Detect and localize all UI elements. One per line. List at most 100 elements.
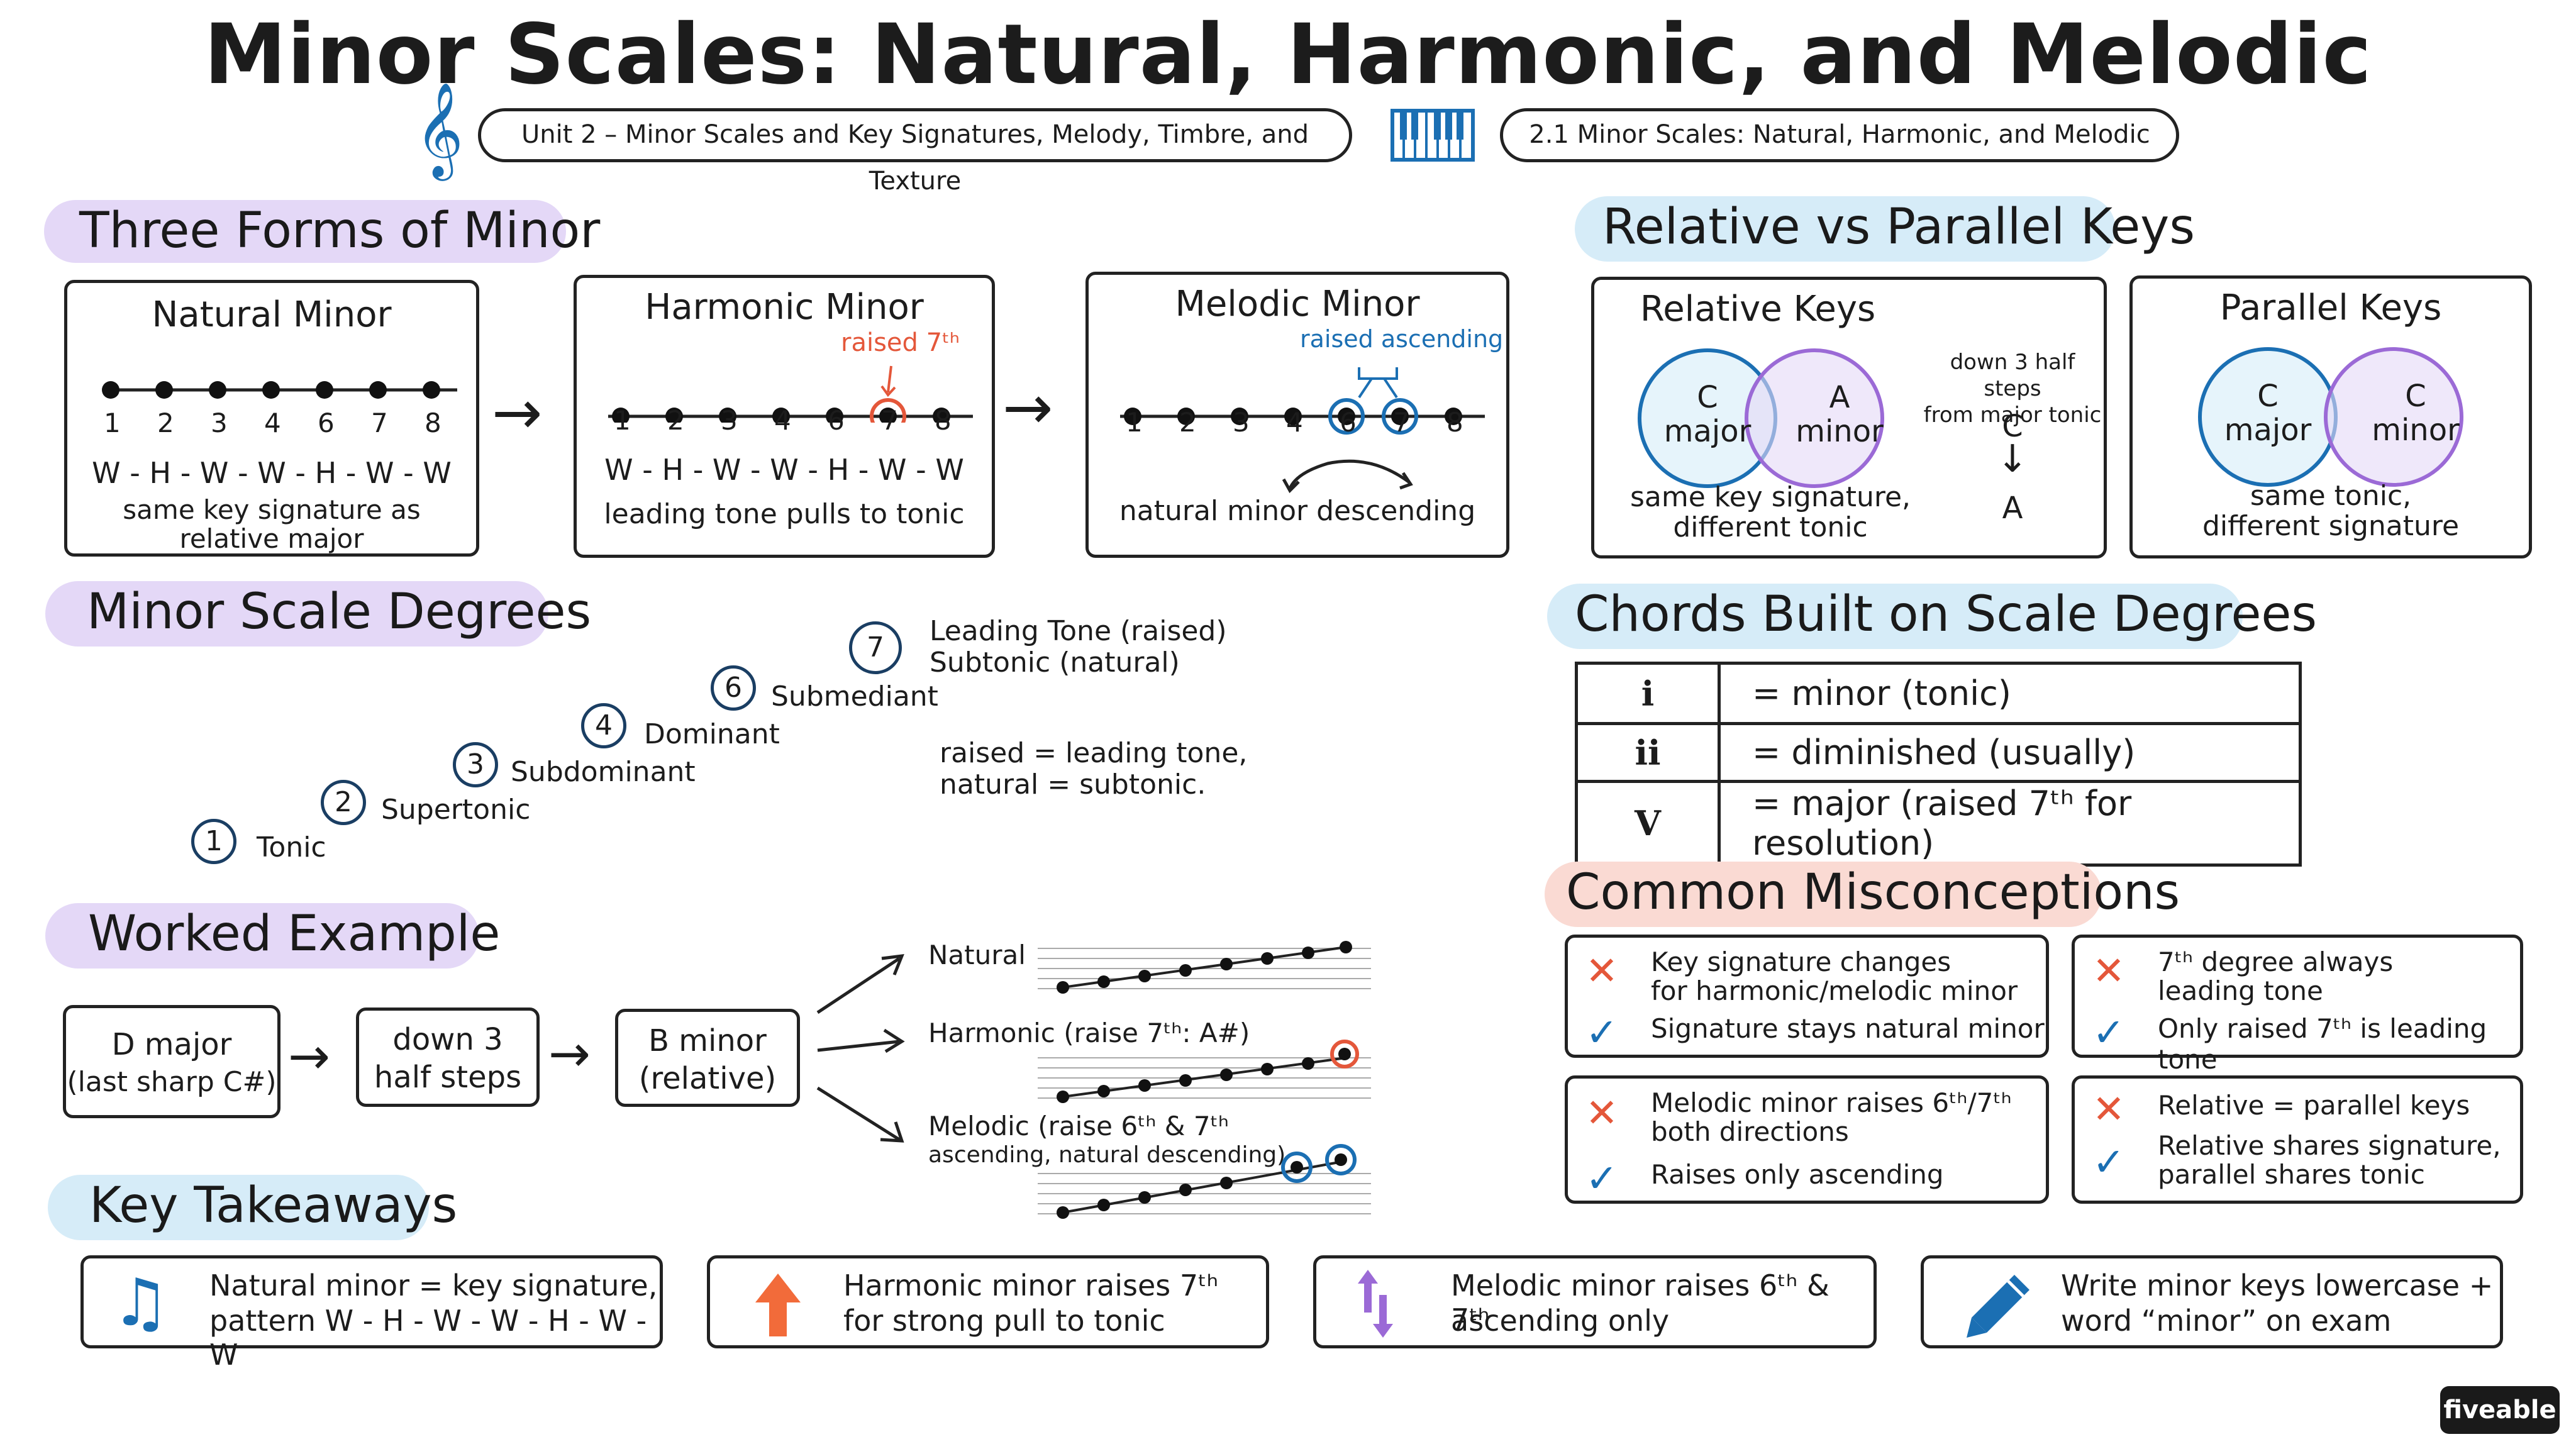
up-down-arrow-icon [1358, 1270, 1393, 1338]
degree-name-dominant: Dominant [644, 718, 780, 750]
degree-label: 8 [935, 405, 952, 436]
chords-heading: Chords Built on Scale Degrees [1575, 586, 2318, 643]
worked-step-b-minor: B minor (relative) [615, 1009, 800, 1107]
raised-7th-ring [870, 398, 906, 423]
x-mark-icon: ✕ [2092, 1086, 2125, 1132]
relative-parallel-heading: Relative vs Parallel Keys [1602, 199, 2195, 255]
misconception-wrong-1: Key signature changes [1651, 947, 1951, 977]
takeaway-line-1: Natural minor = key signature, [209, 1269, 658, 1302]
chord-meaning: = diminished (usually) [1718, 722, 2302, 783]
scale-dot [665, 408, 683, 423]
scale-dot [316, 381, 333, 399]
misconception-wrong-1: Melodic minor raises 6ᵗʰ/7ᵗʰ [1651, 1087, 2012, 1118]
natural-staff [1038, 941, 1371, 994]
scale-dot [209, 381, 226, 399]
worked-example-heading: Worked Example [88, 906, 501, 962]
takeaway-line-1: Melodic minor raises 6ᵗʰ & 7ᵗʰ [1451, 1269, 1829, 1336]
worked-step-line: half steps [374, 1060, 522, 1095]
scale-dot [155, 381, 173, 399]
melodic-minor-note: natural minor descending [1119, 495, 1476, 527]
degree-label: 1 [104, 408, 121, 438]
relative-to-note: A [2002, 491, 2023, 526]
misconception-wrong-2: leading tone [2158, 975, 2323, 1006]
topic-pill-label: 2.1 Minor Scales: Natural, Harmonic, and… [1529, 120, 2150, 149]
right-arrow-icon: → [548, 1024, 591, 1083]
takeaways-highlight [48, 1175, 429, 1240]
natural-minor-scale-line [102, 381, 457, 399]
chord-numeral: i [1575, 662, 1721, 725]
staff-note [1261, 952, 1274, 965]
three-forms-highlight [44, 200, 566, 263]
degree-label: 7 [1393, 407, 1410, 438]
melodic-minor-title: Melodic Minor [1175, 284, 1420, 325]
relative-circle-b-word: minor [1796, 414, 1884, 449]
x-mark-icon: ✕ [1585, 948, 1618, 994]
parallel-circle-b-word: minor [2372, 413, 2460, 448]
staff-note [1220, 958, 1233, 970]
harmonic-minor-note: leading tone pulls to tonic [604, 498, 965, 530]
unit-pill[interactable]: Unit 2 – Minor Scales and Key Signatures… [478, 108, 1352, 196]
scale-dot [1284, 408, 1302, 425]
staff-note [1057, 981, 1069, 994]
takeaway-line-2: pattern W - H - W - W - H - W - W [209, 1304, 647, 1372]
relative-side-line-2: from major tonic [1923, 402, 2102, 428]
takeaway-line-2: ascending only [1451, 1304, 1670, 1338]
misconception-right-2: parallel shares tonic [2158, 1159, 2425, 1190]
relative-keys-title: Relative Keys [1640, 289, 1876, 330]
staff-note [1179, 1074, 1192, 1087]
takeaways-heading: Key Takeaways [89, 1177, 458, 1234]
scale-dot [719, 408, 736, 423]
degree-name-subtonic: Subtonic (natural) [930, 647, 1180, 679]
parallel-circle-a-word: major [2224, 413, 2312, 448]
music-note-icon: ♫ [111, 1264, 170, 1341]
check-mark-icon: ✓ [1585, 1009, 1618, 1055]
misconception-card: ✕ 7ᵗʰ degree always leading tone ✓ Only … [2072, 935, 2523, 1075]
melodic-staff [1038, 1144, 1371, 1219]
staff-note [1179, 964, 1192, 977]
x-mark-icon: ✕ [1585, 1090, 1618, 1136]
staff-note [1220, 1069, 1233, 1081]
worked-step-line: (last sharp C#) [67, 1066, 277, 1098]
scale-dot [369, 381, 387, 399]
topic-pill[interactable]: 2.1 Minor Scales: Natural, Harmonic, and… [1500, 108, 2179, 162]
degree-label: 1 [1126, 407, 1143, 438]
staff-note [1335, 1153, 1347, 1166]
worked-natural-label: Natural [928, 940, 1026, 970]
scale-dot [1445, 408, 1462, 425]
worked-step-line: D major [111, 1027, 232, 1062]
worked-step-line: B minor [648, 1023, 767, 1058]
pencil-icon [1967, 1275, 2029, 1338]
degree-label: 4 [774, 405, 791, 436]
degree-label: 8 [425, 408, 441, 438]
takeaway-line-2: for strong pull to tonic [843, 1304, 1165, 1338]
degree-label: 2 [667, 405, 684, 436]
staff-note [1097, 1199, 1110, 1211]
staff-note [1138, 1191, 1151, 1204]
relative-circle-a-word: major [1663, 414, 1752, 449]
degree-name-leading-tone: Leading Tone (raised) [930, 615, 1227, 647]
degree-label: 4 [1286, 407, 1303, 438]
degree-label: 2 [1179, 407, 1196, 438]
raised-note-ring [1325, 1144, 1357, 1175]
staff-note [1291, 1161, 1303, 1174]
staff-note [1057, 1091, 1069, 1103]
degree-name-tonic: Tonic [257, 831, 326, 863]
degree-circle-7: 7 [849, 621, 902, 674]
raised-note-ring [1281, 1152, 1313, 1183]
unit-pill-label: Unit 2 – Minor Scales and Key Signatures… [521, 120, 1309, 196]
natural-minor-box: Natural Minor 1 2 3 4 6 7 8 W - H - W - … [64, 280, 479, 557]
degree-name-submediant: Submediant [771, 680, 938, 713]
staff-note [1338, 1048, 1351, 1060]
worked-step-line: (relative) [638, 1061, 777, 1096]
scale-dot [1391, 408, 1409, 425]
chord-numeral: ii [1575, 722, 1721, 783]
takeaway-card: Harmonic minor raises 7ᵗʰ for strong pul… [707, 1255, 1269, 1348]
misconception-right-1: Relative shares signature, [2158, 1130, 2501, 1161]
staff-note [1179, 1184, 1192, 1196]
scale-dot [612, 408, 630, 423]
degrees-highlight [45, 581, 548, 647]
staff-note [1138, 1079, 1151, 1092]
worked-harmonic-label: Harmonic (raise 7ᵗʰ: A#) [928, 1018, 1250, 1048]
scale-dot [1124, 408, 1141, 425]
raised-7th-label: raised 7ᵗʰ [841, 328, 960, 357]
